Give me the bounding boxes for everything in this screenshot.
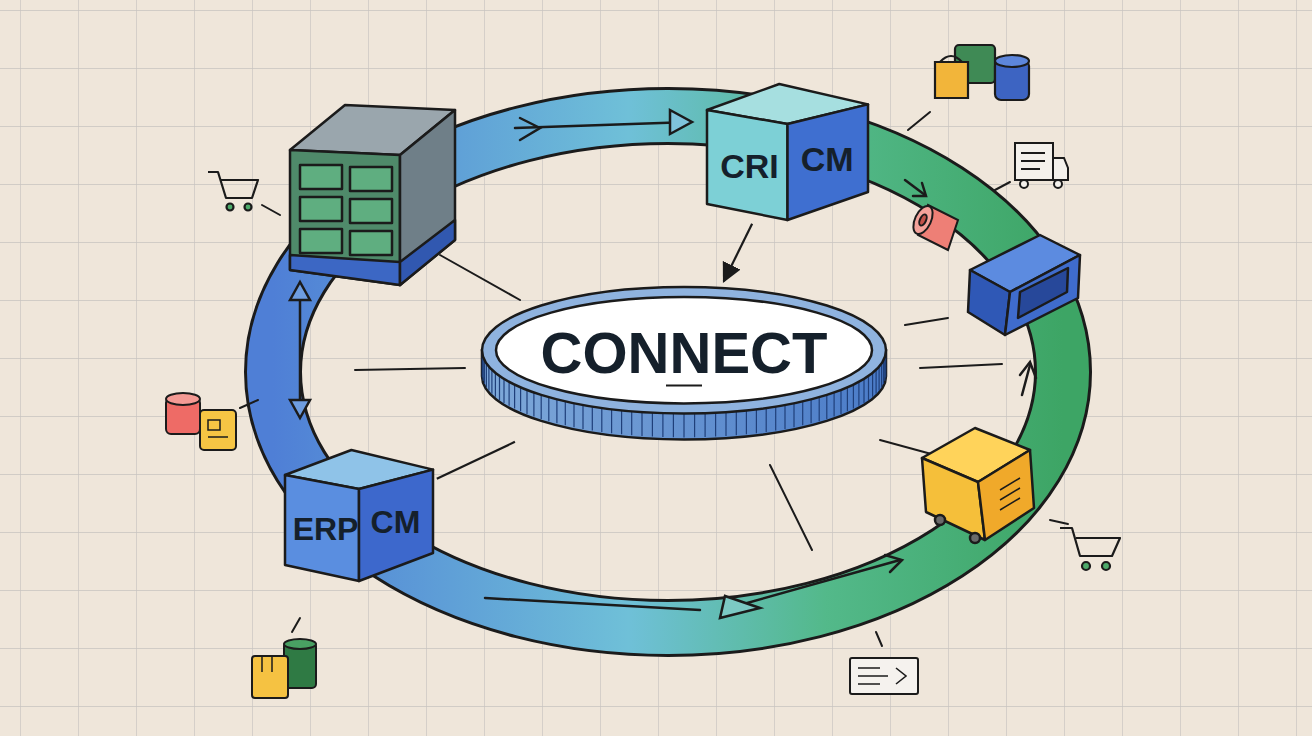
roll-icon: [909, 203, 958, 250]
system-label: ERP: [293, 513, 359, 545]
system-label: CRI: [720, 149, 779, 183]
connector: [437, 442, 515, 479]
hub-label: CONNECT: [541, 324, 828, 382]
truck-icon: [922, 428, 1034, 543]
server-stack: [290, 105, 455, 285]
delivery-icon: [1015, 143, 1068, 188]
document-icon: [850, 658, 918, 694]
ring-arrows: [290, 110, 1036, 618]
leader-dashes: [240, 112, 1068, 646]
system-label: CM: [801, 142, 854, 176]
spokes: [355, 255, 1002, 550]
connector: [724, 224, 752, 281]
storage-icons: [935, 45, 1029, 100]
flow-ring: [273, 116, 1063, 628]
hub-coin: CONNECT: [478, 283, 890, 441]
system-cube: ERP CM: [283, 448, 435, 583]
parcel-icons: [166, 393, 236, 450]
package-icons: [252, 639, 316, 698]
system-label: CM: [371, 506, 421, 538]
box-icon: [968, 235, 1080, 335]
system-cube: CRI CM: [705, 82, 870, 222]
